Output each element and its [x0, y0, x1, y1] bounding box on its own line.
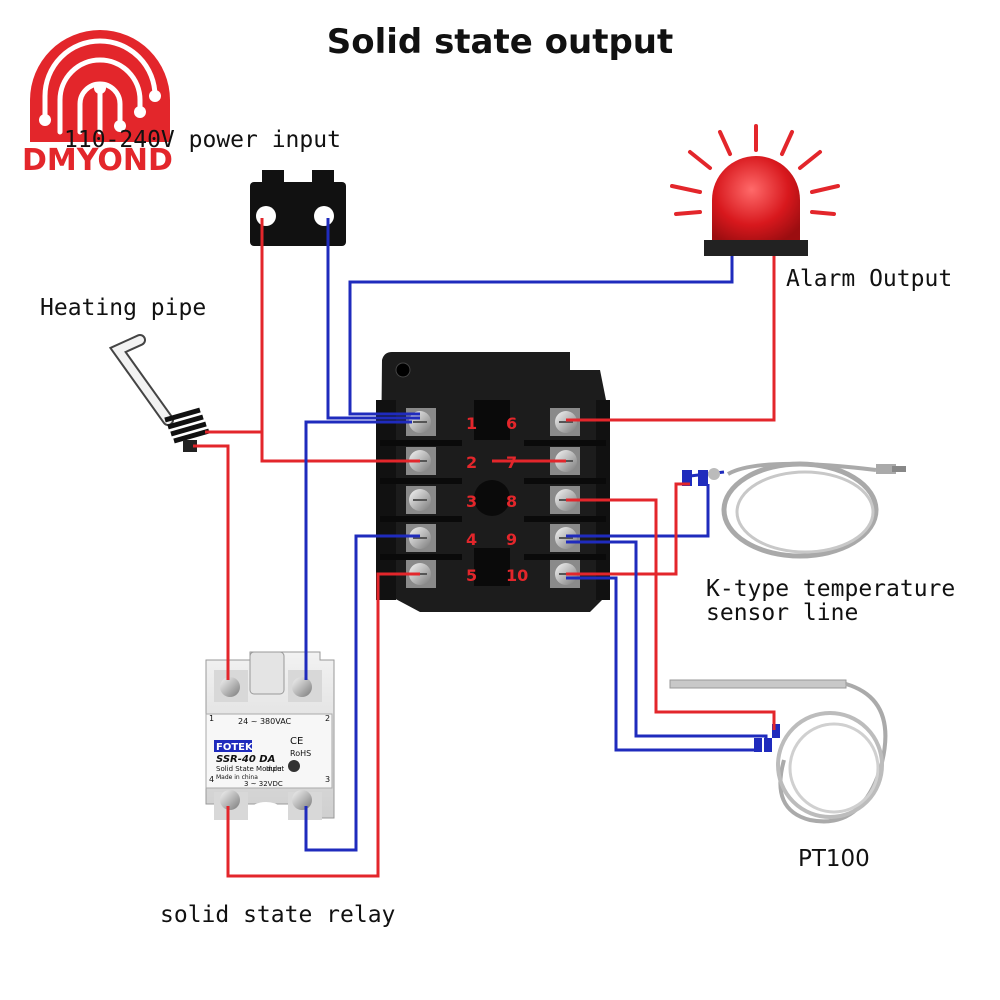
- ssr-made: Made in china: [216, 774, 258, 781]
- ssr-ac-range: 24 ~ 380VAC: [238, 717, 292, 726]
- terminal-label: 8: [506, 492, 517, 511]
- terminal-label: 10: [506, 566, 528, 585]
- left-terminal-screws: [406, 408, 436, 588]
- ssr-rohs-mark: RoHS: [290, 749, 311, 758]
- power-input-connector: [250, 170, 346, 246]
- power-input-label: 110-240V power input: [64, 127, 341, 153]
- terminal-label: 3: [466, 492, 477, 511]
- terminal-label: 1: [466, 414, 477, 433]
- terminal-label: 6: [506, 414, 517, 433]
- ssr-pin-label: 4: [209, 775, 214, 784]
- ssr-dc-range: 3 ~ 32VDC: [244, 780, 283, 788]
- pt100-label: PT100: [798, 846, 870, 872]
- right-terminal-screws: [550, 408, 580, 588]
- terminal-label: 9: [506, 530, 517, 549]
- heating-pipe-label: Heating pipe: [40, 295, 207, 321]
- terminal-label: 2: [466, 453, 477, 472]
- alarm-output-label: Alarm Output: [786, 266, 953, 292]
- k-type-sensor: [682, 461, 906, 559]
- ssr-label: solid state relay: [160, 902, 396, 928]
- heating-pipe: [108, 334, 210, 452]
- page-title: Solid state output: [326, 22, 674, 62]
- k-type-label-line2: sensor line: [706, 600, 859, 626]
- wiring: [193, 218, 776, 878]
- ssr-pin-label: 1: [209, 714, 214, 723]
- k-type-label-line1: K-type temperature: [706, 576, 956, 602]
- solid-state-relay: 24 ~ 380VAC 1 2 FOTEK CE SSR-40 DA RoHS …: [205, 651, 335, 820]
- ssr-brand: FOTEK: [216, 742, 254, 753]
- brand-logo: [30, 30, 170, 142]
- alarm-beacon: [670, 124, 840, 256]
- ssr-module: Solid State Module: [216, 765, 282, 773]
- ssr-pin-label: 2: [325, 714, 330, 723]
- ssr-input-label: Input: [266, 765, 284, 773]
- ssr-pin-label: 3: [325, 775, 330, 784]
- ssr-model: SSR-40 DA: [216, 754, 275, 765]
- terminal-label: 4: [466, 530, 477, 549]
- terminal-label: 5: [466, 566, 477, 585]
- pt100-sensor: [669, 679, 888, 824]
- brand-name: DMYOND: [22, 143, 173, 178]
- ssr-ce-mark: CE: [290, 736, 303, 747]
